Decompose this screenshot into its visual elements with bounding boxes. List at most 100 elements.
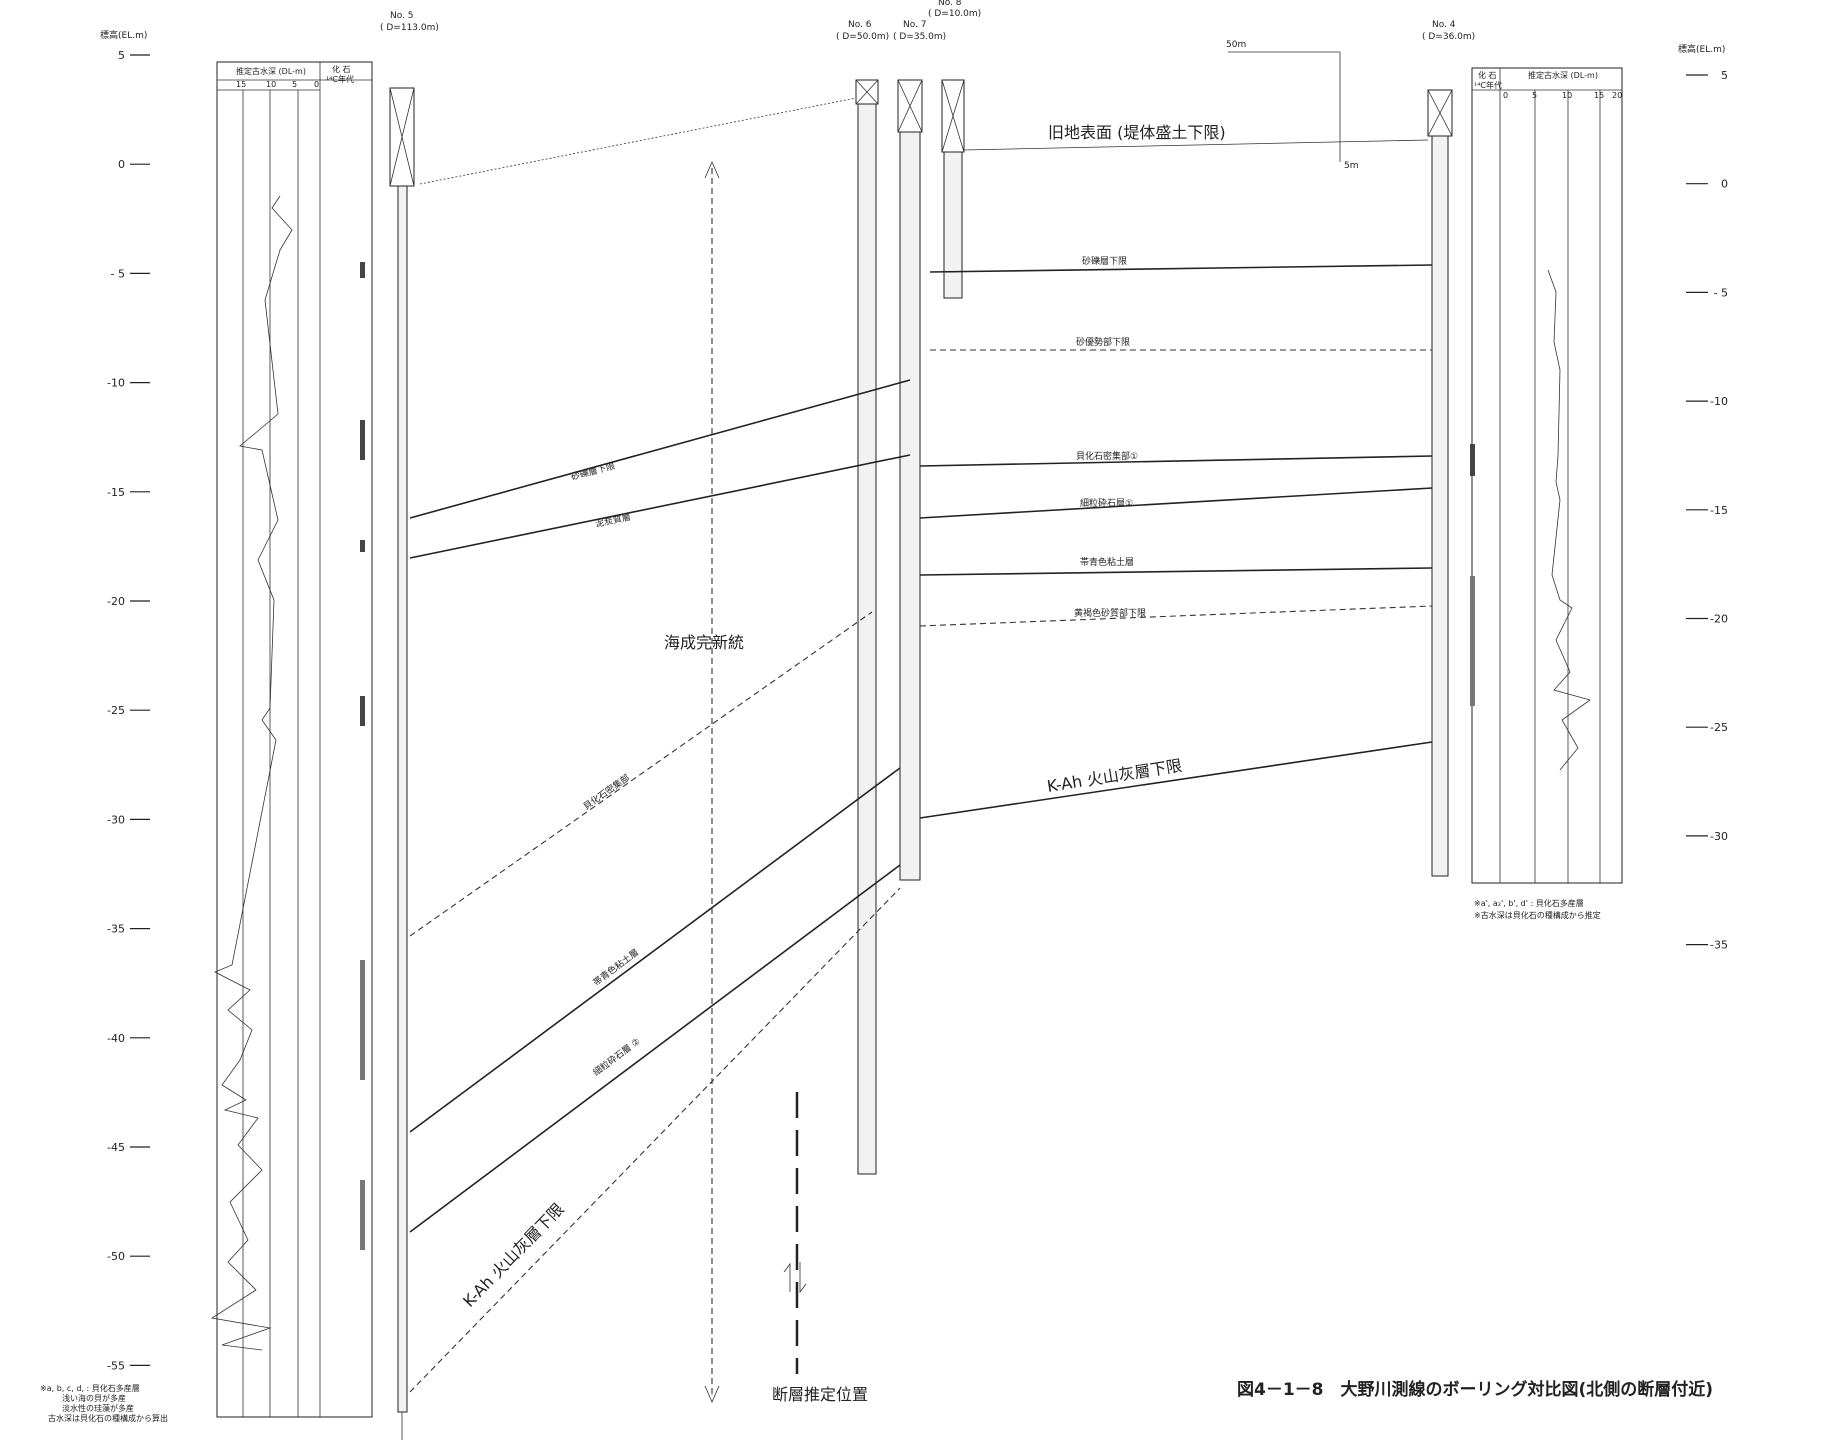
- left-layer-label-6: K-Ah 火山灰層下限: [459, 1199, 567, 1310]
- borehole-no6-depth: ( D=50.0m): [836, 32, 889, 42]
- left-c14-header: ¹⁴C年代: [326, 74, 354, 84]
- left-layer-label-3: 貝化石密集部: [581, 772, 632, 813]
- left-axis-tick-label: -55: [107, 1359, 125, 1372]
- borehole-no4-name: No. 4: [1432, 20, 1456, 30]
- right-scale-0: 0: [1503, 91, 1508, 100]
- borehole-no6-column: [855, 79, 879, 1175]
- borehole-no8-depth: ( D=10.0m): [928, 9, 981, 19]
- right-scale-20: 20: [1612, 91, 1622, 100]
- layer-label-2: 砂優勢部下限: [1076, 336, 1130, 348]
- right-panel-frame: [1471, 67, 1623, 884]
- surface-tie-line: [419, 97, 857, 185]
- right-data-panel: 化 石 ¹⁴C年代 推定古水深 (DL-m) 0 5 10 15 20 ※a',…: [1470, 67, 1623, 920]
- left-axis-title: 標高(EL.m): [100, 29, 147, 41]
- borehole-no6-name: No. 6: [848, 20, 872, 30]
- correlation-lines-right: 旧地表面 (堤体盛土下限) 砂礫層下限 砂優勢部下限 貝化石密集部① 細粒砕石層…: [919, 123, 1433, 819]
- right-fossil-header: 化 石: [1478, 70, 1497, 80]
- left-axis-tick-label: -25: [107, 704, 125, 717]
- layer-label-6: 黄褐色砂質部下限: [1074, 607, 1146, 619]
- holocene-range-arrow: 海成完新統: [664, 161, 744, 1403]
- right-c14-header: ¹⁴C年代: [1474, 80, 1502, 90]
- borehole-no4-depth: ( D=36.0m): [1422, 32, 1475, 42]
- left-scale-15: 15: [236, 80, 246, 89]
- left-scale-10: 10: [266, 80, 276, 89]
- right-axis-title: 標高(EL.m): [1678, 43, 1725, 55]
- fossil-bar: [360, 1180, 365, 1250]
- layer-label-3: 貝化石密集部①: [1076, 450, 1138, 462]
- correlation-lines-left: 砂礫層下限 泥炭質層 貝化石密集部 帯青色粘土層 細粒砕石層 ② K-Ah 火山…: [409, 97, 911, 1393]
- left-scale-0: 0: [314, 80, 319, 89]
- left-legend-2: 浅い海の貝が多産: [62, 1393, 126, 1403]
- left-layer-label-4: 帯青色粘土層: [591, 946, 641, 988]
- left-axis-tick-label: -35: [107, 923, 125, 936]
- fossil-bar: [1470, 444, 1475, 476]
- right-axis-tick-label: -10: [1710, 395, 1728, 408]
- layer-line: [409, 379, 911, 519]
- right-axis-tick-label: -20: [1710, 613, 1728, 626]
- scale-vertical-label: 5m: [1344, 161, 1359, 171]
- left-axis-tick-label: -20: [107, 595, 125, 608]
- borehole-no4-column: [1427, 89, 1453, 877]
- left-axis-tick-label: 0: [118, 158, 125, 171]
- left-legend-3: 淡水性の珪藻が多産: [62, 1403, 134, 1413]
- fossil-bar: [360, 420, 365, 460]
- borehole-no7-column: [897, 79, 923, 881]
- layer-line: [919, 487, 1433, 519]
- borehole-no5-depth: ( D=113.0m): [380, 23, 439, 33]
- fossil-bar: [1470, 576, 1475, 706]
- right-axis-tick-label: -15: [1710, 504, 1728, 517]
- left-paleo-header: 推定古水深 (DL-m): [236, 66, 306, 76]
- right-elevation-axis: 50- 5-10-15-20-25-30-35: [1686, 69, 1728, 952]
- layer-label-5: 帯青色粘土層: [1080, 556, 1134, 568]
- right-scale-15: 15: [1594, 91, 1604, 100]
- right-legend-1: ※a', a₂', b', d' : 貝化石多産層: [1474, 898, 1584, 908]
- layer-line: [919, 741, 1433, 819]
- left-legend-1: ※a, b, c, d, : 貝化石多産層: [40, 1383, 140, 1393]
- old-surface-label: 旧地表面 (堤体盛土下限): [1048, 123, 1226, 142]
- right-axis-tick-label: -25: [1710, 721, 1728, 734]
- left-axis-tick-label: -40: [107, 1032, 125, 1045]
- fault-label: 断層推定位置: [772, 1385, 868, 1404]
- left-axis-tick-label: -15: [107, 486, 125, 499]
- fossil-bar: [360, 696, 365, 726]
- right-axis-tick-label: 0: [1721, 178, 1728, 191]
- layer-line: [919, 455, 1433, 467]
- right-paleo-depth-curve: [1547, 269, 1591, 771]
- right-legend-2: ※古水深は貝化石の種構成から推定: [1474, 910, 1601, 920]
- old-surface-line: [963, 139, 1429, 151]
- borehole-no8-name: No. 8: [938, 0, 962, 8]
- layer-line: [919, 567, 1433, 576]
- layer-line: [409, 864, 901, 1233]
- holocene-label: 海成完新統: [664, 633, 744, 652]
- borehole-no7-depth: ( D=35.0m): [893, 32, 946, 42]
- layer-label-1: 砂礫層下限: [1082, 255, 1127, 267]
- borehole-no5-name: No. 5: [390, 11, 414, 21]
- left-axis-tick-label: -45: [107, 1141, 125, 1154]
- left-axis-tick-label: 5: [118, 49, 125, 62]
- scale-bar: 50m 5m: [1226, 40, 1359, 171]
- left-fossil-header: 化 石: [332, 64, 351, 74]
- right-axis-tick-label: 5: [1721, 69, 1728, 82]
- borehole-no8-column: [941, 79, 965, 299]
- fossil-bar: [360, 262, 365, 278]
- fossil-bar: [360, 960, 365, 1080]
- left-axis-tick-label: - 5: [111, 267, 125, 280]
- layer-line: [929, 264, 1433, 273]
- scale-horizontal-label: 50m: [1226, 40, 1246, 50]
- layer-line: [409, 454, 911, 559]
- left-layer-label-1: 砂礫層下限: [570, 460, 617, 483]
- left-paleo-depth-curve: [210, 195, 293, 1351]
- left-legend-4: 古水深は貝化石の種構成から算出: [48, 1413, 168, 1423]
- left-scale-5: 5: [292, 80, 297, 89]
- left-elevation-axis: 50- 5-10-15-20-25-30-35-40-45-50-55: [107, 49, 150, 1372]
- figure-caption: 図4－1－8 大野川測線のボーリング対比図(北側の断層付近): [1237, 1379, 1713, 1400]
- left-layer-label-5: 細粒砕石層 ②: [591, 1035, 643, 1078]
- layer-line: [409, 887, 901, 1393]
- right-axis-tick-label: -35: [1710, 939, 1728, 952]
- fossil-bar: [360, 540, 365, 552]
- layer-line: [409, 611, 873, 937]
- layer-line: [409, 767, 901, 1133]
- right-scale-10: 10: [1562, 91, 1572, 100]
